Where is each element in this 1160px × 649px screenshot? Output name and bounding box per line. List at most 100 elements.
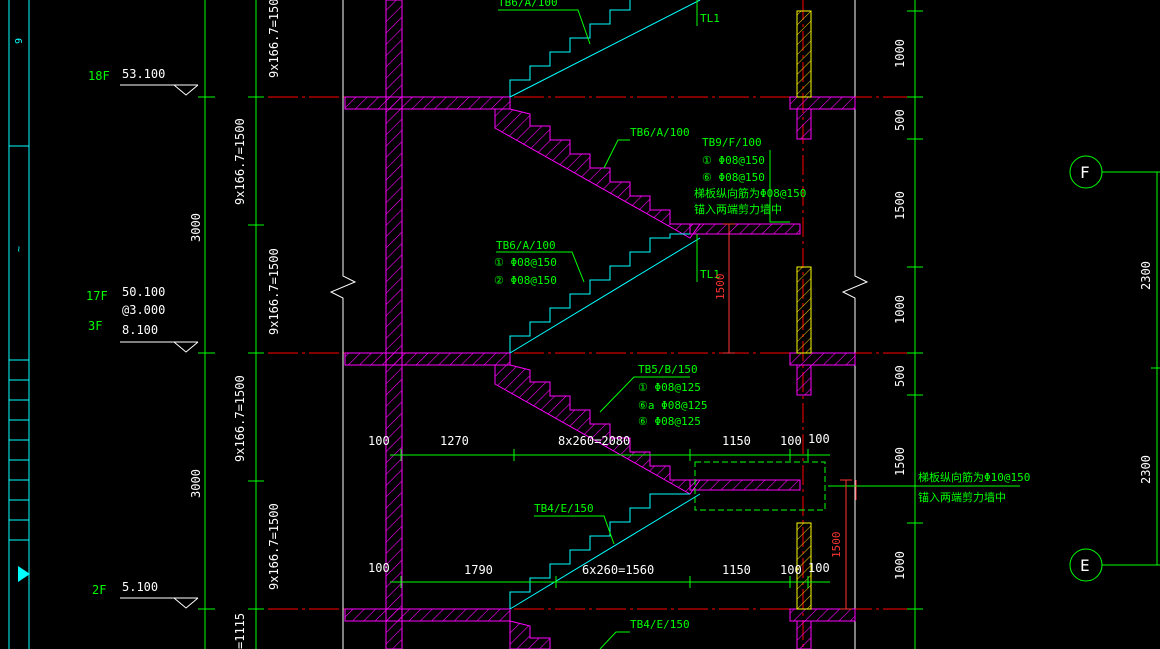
label-tb4: TB4/E/150 (534, 502, 615, 545)
right-dim-1: 1000 (893, 39, 907, 68)
label-tb6-top: TB6/A/100 (498, 0, 591, 45)
elevation-label-2f: 5.100 (122, 580, 158, 594)
label-tb4-bottom: TB4/E/150 (599, 618, 690, 649)
floor-label-18f: 18F (88, 69, 110, 83)
flight-dim-1: 9x166.7=1500 (267, 0, 281, 78)
longitudinal-note-1: 梯板纵向筋为Φ10@150 (918, 470, 1030, 484)
tb5-rebar-1: ① Φ08@125 (638, 381, 701, 394)
flight-dim-4: 9x166.7=1500 (233, 375, 247, 462)
landing-slab-mid (689, 223, 801, 235)
level-marker-17f: 17F 50.100 3F @3.000 8.100 (86, 285, 199, 353)
floor-slabs (344, 96, 856, 649)
story-height-dim-upper: 3000 (189, 213, 203, 242)
label-tb6-low: TB6/A/100 ① Φ08@150 ② Φ08@150 (494, 239, 585, 287)
level-marker-18f: 18F 53.100 (88, 67, 199, 96)
dim-r1-100b: 100 (780, 434, 802, 448)
left-scale-bar (8, 0, 30, 649)
tb6-low-rebar-2: ② Φ08@150 (494, 274, 557, 287)
longitudinal-note-2: 锚入两端剪力墙中 (918, 490, 1006, 504)
dim-r2-100b: 100 (780, 563, 802, 577)
floor-label-2f: 2F (92, 583, 106, 597)
right-dim-5: 500 (893, 365, 907, 387)
stair-flight-upper-going-up (509, 0, 701, 98)
horizontal-dimension-row-1 (390, 449, 830, 461)
tb6-mid-label: TB6/A/100 (630, 126, 690, 139)
side-mark-tilde: ~ (14, 246, 25, 252)
side-mark-9: 9 (14, 38, 25, 44)
label-longitudinal-note: 梯板纵向筋为Φ10@150 锚入两端剪力墙中 (828, 470, 1030, 504)
stair-flight-descending-2 (494, 364, 701, 495)
stair-flight-descending-1 (494, 108, 701, 239)
label-tb5: TB5/B/150 ① Φ08@125 ⑥a Φ08@125 ⑥ Φ08@125 (599, 363, 707, 428)
left-shear-wall (385, 0, 403, 649)
right-dim-7: 1000 (893, 551, 907, 580)
dim-r2-1150: 1150 (722, 563, 751, 577)
tb6-top-label: TB6/A/100 (498, 0, 558, 9)
floor-label-3f: 3F (88, 319, 102, 333)
dim-r1-steps: 8x260=2080 (558, 434, 630, 448)
tb5-rebar-3: ⑥ Φ08@125 (638, 415, 701, 428)
break-line-left (329, 0, 357, 649)
red-dimension-lines (723, 223, 857, 610)
dim-r2-100c: 100 (808, 561, 830, 575)
grid-axis-e: E (1069, 548, 1160, 582)
label-tl1-top: TL1 (696, 0, 720, 26)
stair-flight-ascending-3 (509, 493, 701, 610)
tb4-label: TB4/E/150 (534, 502, 594, 515)
red-dim-lower: 1500 (830, 532, 843, 559)
tb5-label: TB5/B/150 (638, 363, 698, 376)
dim-r1-100: 100 (368, 434, 390, 448)
story-height-dim-lower: 3000 (189, 469, 203, 498)
right-dimension-line (907, 0, 923, 649)
tb6-low-rebar-1: ① Φ08@150 (494, 256, 557, 269)
tb4-bottom-label: TB4/E/150 (630, 618, 690, 631)
horizontal-dimension-row-2 (390, 576, 830, 588)
landing-dashed-outline (694, 461, 826, 511)
flight-dim-3: 9x166.7=1500 (267, 248, 281, 335)
label-tl1-mid: TL1 (696, 234, 720, 282)
right-dim-4: 1000 (893, 295, 907, 324)
window-openings (796, 10, 812, 610)
level-marker-2f: 2F 5.100 (92, 580, 199, 609)
axis-dim-upper: 2300 (1139, 261, 1153, 290)
elevation-label-18f: 53.100 (122, 67, 165, 81)
axis-e-label: E (1080, 556, 1090, 575)
label-tb6-mid: TB6/A/100 (603, 126, 690, 169)
dim-r1-1150: 1150 (722, 434, 751, 448)
red-dim-upper: 1500 (714, 274, 727, 301)
grid-axis-f: F (1069, 155, 1160, 189)
dim-r1-1270: 1270 (440, 434, 469, 448)
right-dim-2: 500 (893, 109, 907, 131)
flight-dim-5: 9x166.7=1500 (267, 503, 281, 590)
elevation-label-3f: @3.000 (122, 303, 165, 317)
dim-r2-1790: 1790 (464, 563, 493, 577)
flight-dim-6: =1115 (233, 613, 247, 649)
label-tb9: TB9/F/100 ① Φ08@150 ⑥ Φ08@150 梯板纵向筋为Φ08@… (694, 136, 806, 223)
axis-dimension-line (1151, 172, 1160, 565)
axis-dim-lower: 2300 (1139, 455, 1153, 484)
tl1-top-label: TL1 (700, 12, 720, 25)
tb9-note-1: 梯板纵向筋为Φ08@150 (694, 186, 806, 200)
tb6-low-label: TB6/A/100 (496, 239, 556, 252)
tb5-rebar-2: ⑥a Φ08@125 (638, 399, 707, 412)
right-dim-6: 1500 (893, 447, 907, 476)
tb9-rebar-2: ⑥ Φ08@150 (702, 171, 765, 184)
tb9-note-2: 锚入两端剪力墙中 (694, 202, 782, 216)
stair-flight-descending-3 (509, 620, 551, 649)
right-dim-3: 1500 (893, 191, 907, 220)
stair-flight-ascending-2 (509, 233, 701, 354)
tb9-label: TB9/F/100 (702, 136, 762, 149)
elevation-label-lower: 8.100 (122, 323, 158, 337)
floor-label-17f: 17F (86, 289, 108, 303)
landing-slab-low (689, 479, 801, 491)
tl1-mid-label: TL1 (700, 268, 720, 281)
elevation-label-17f: 50.100 (122, 285, 165, 299)
dim-r1-100c: 100 (808, 432, 830, 446)
dim-r2-100: 100 (368, 561, 390, 575)
left-dimension-lines (198, 0, 264, 649)
dim-r2-steps: 6x260=1560 (582, 563, 654, 577)
flight-dim-2: 9x166.7=1500 (233, 118, 247, 205)
tb9-rebar-1: ① Φ08@150 (702, 154, 765, 167)
axis-f-label: F (1080, 163, 1090, 182)
